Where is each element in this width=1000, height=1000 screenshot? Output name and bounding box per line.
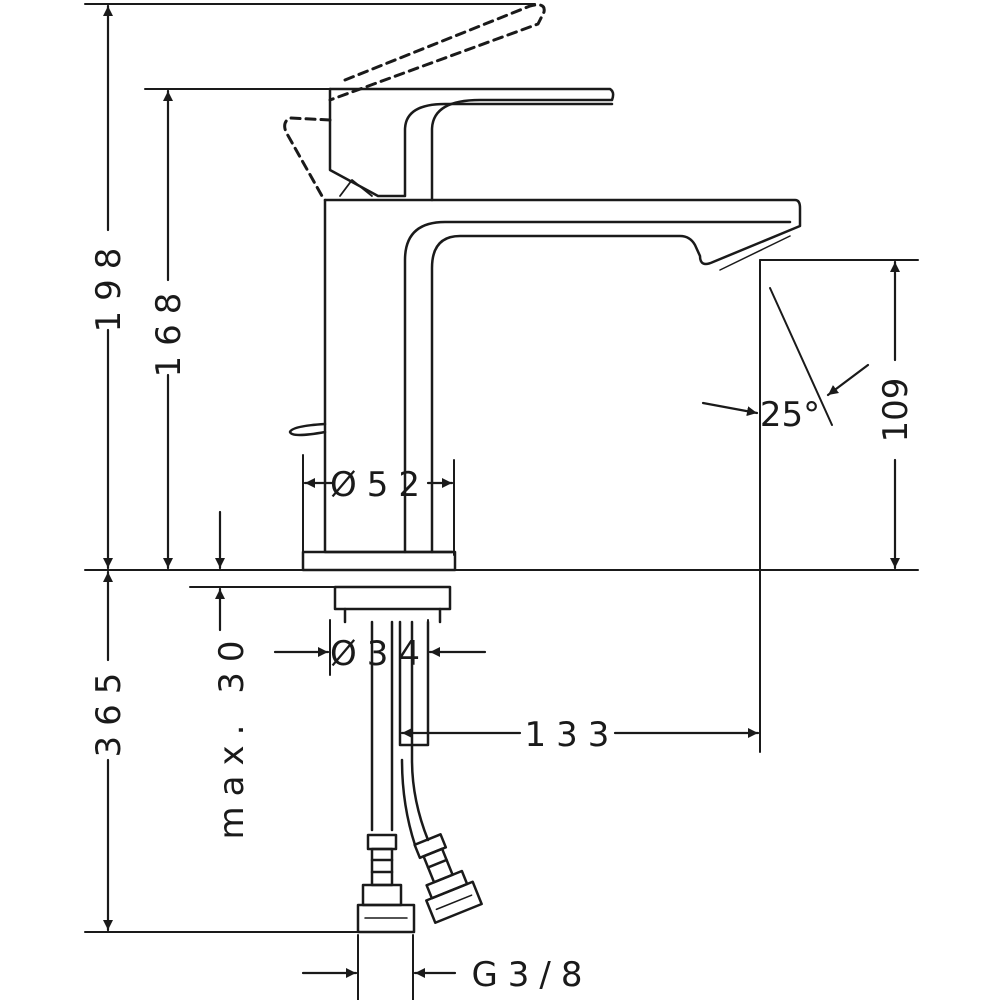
lever-handle [328,87,615,202]
dim-below-deck-length: 365 [89,663,129,758]
dim-spout-height: 109 [876,378,916,443]
dim-body-diameter: Ø52 [330,465,430,505]
reference-lines [84,3,919,1000]
dim-spout-reach: 133 [525,715,620,755]
dim-spout-angle: 25° [760,395,820,435]
dim-total-height: 198 [89,238,129,333]
dimension-lines [103,4,900,978]
dim-lever-height: 168 [149,283,189,378]
dim-deck-thickness: max. 30 [212,631,252,840]
dim-connection-thread: G3/8 [471,955,592,995]
lever-open-position [283,3,546,198]
dim-shank-diameter: Ø34 [330,634,430,674]
faucet-body [288,198,802,572]
below-deck-assembly [333,585,483,934]
